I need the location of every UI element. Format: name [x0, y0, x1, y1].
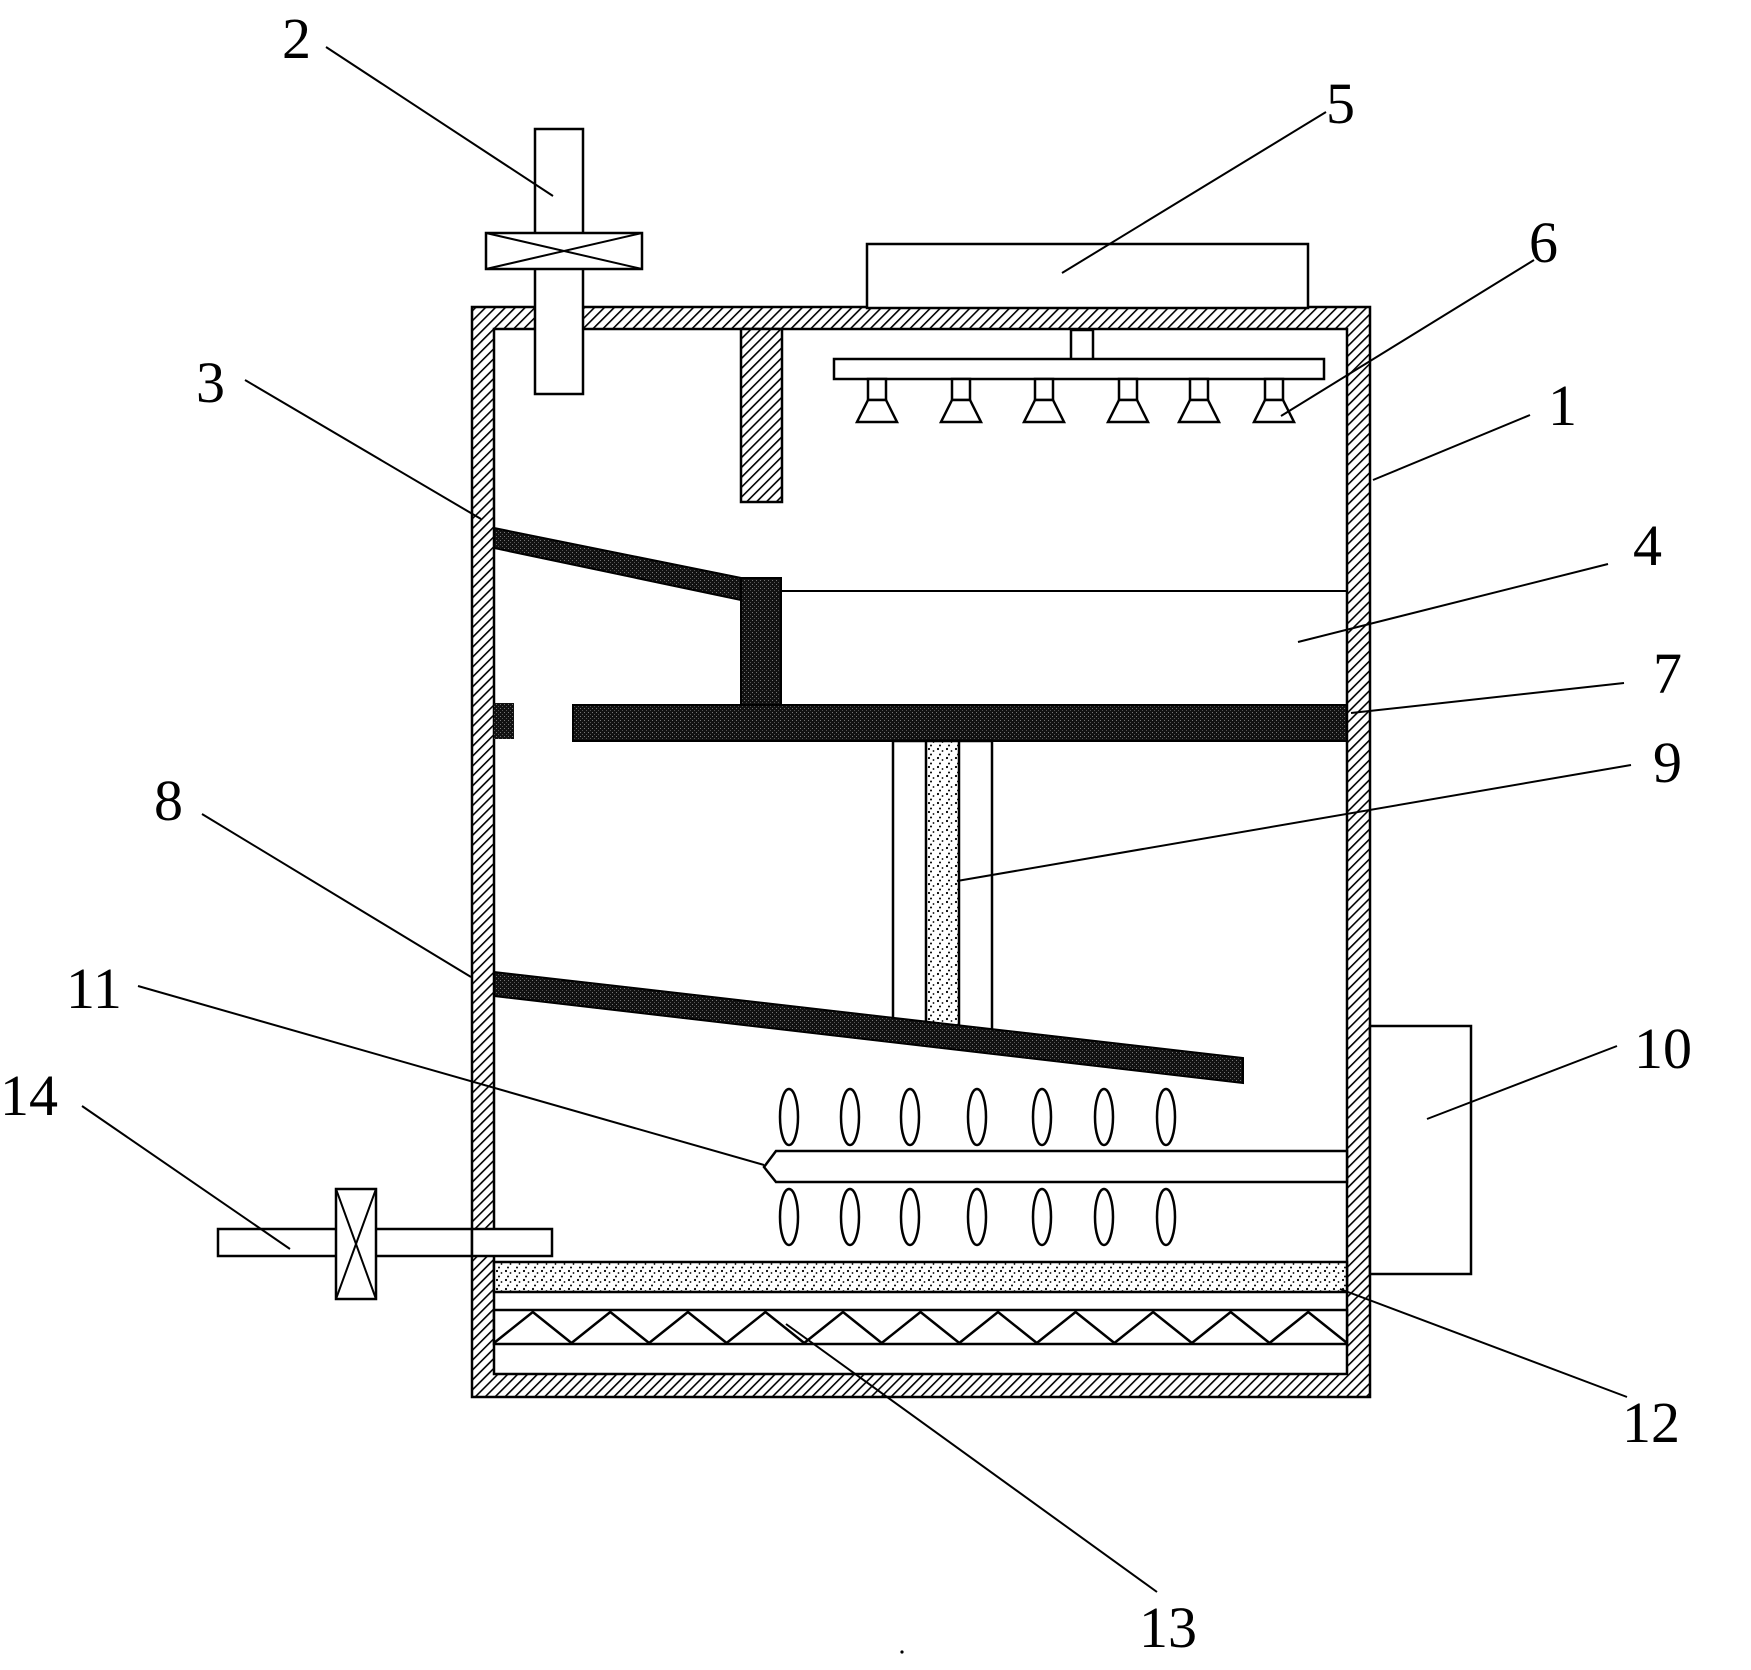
- label-8: 8: [154, 768, 183, 833]
- inlet-pipe: [484, 127, 644, 396]
- air-bubble: [1093, 1187, 1115, 1247]
- side-unit-10: [1368, 1024, 1473, 1276]
- leader-10: [1426, 1045, 1618, 1120]
- spray-assembly: [832, 328, 1326, 424]
- leader-lines: [81, 46, 1632, 1593]
- leader-14: [81, 1105, 291, 1250]
- leader-1: [1372, 414, 1531, 481]
- nozzle-stem: [866, 377, 888, 402]
- nozzle-stem: [1033, 377, 1055, 402]
- label-12: 12: [1622, 1390, 1680, 1455]
- label-3: 3: [196, 350, 225, 415]
- air-bubble: [899, 1187, 921, 1247]
- nozzle-icon: [1176, 398, 1222, 424]
- label-1: 1: [1548, 373, 1577, 438]
- outlet-pipe: [216, 1187, 554, 1301]
- label-7: 7: [1653, 641, 1682, 706]
- aerator-pipe-11: [762, 1149, 1349, 1184]
- label-4: 4: [1633, 513, 1662, 578]
- baffle-stub: [740, 577, 782, 711]
- label-9: 9: [1653, 730, 1682, 795]
- partition-plate-7: [572, 704, 1348, 742]
- label-6: 6: [1529, 210, 1558, 275]
- filter-column-9: [891, 739, 994, 1033]
- air-bubble: [966, 1187, 988, 1247]
- leader-3: [244, 379, 482, 520]
- nozzle-icon: [1021, 398, 1067, 424]
- air-bubble: [839, 1087, 861, 1147]
- air-bubble: [778, 1087, 800, 1147]
- print-speck: [900, 1650, 904, 1654]
- nozzle-stem: [1188, 377, 1210, 402]
- upper-baffle-3: [493, 526, 742, 602]
- label-11: 11: [66, 956, 122, 1021]
- air-bubble: [1031, 1087, 1053, 1147]
- roof-baffle: [739, 327, 784, 504]
- label-14: 14: [0, 1063, 58, 1128]
- spray-nozzles: [854, 377, 1297, 424]
- leader-9: [956, 764, 1632, 882]
- aerator-assembly: [762, 1087, 1349, 1247]
- air-bubble: [1155, 1187, 1177, 1247]
- top-unit-5: [865, 242, 1310, 310]
- leader-6: [1280, 259, 1535, 417]
- air-bubbles: [778, 1087, 1177, 1247]
- air-bubble: [966, 1087, 988, 1147]
- heater-coil-13: [492, 1308, 1349, 1346]
- air-bubble: [899, 1087, 921, 1147]
- filter-layer-12: [492, 1260, 1349, 1294]
- label-5: 5: [1326, 71, 1355, 136]
- nozzle-stem: [1263, 377, 1285, 402]
- air-bubble: [1155, 1087, 1177, 1147]
- nozzle-icon: [854, 398, 900, 424]
- nozzle-icon: [938, 398, 984, 424]
- leader-12: [1339, 1288, 1628, 1398]
- wall-stub: [494, 703, 514, 739]
- leader-4: [1297, 563, 1609, 643]
- air-bubble: [1093, 1087, 1115, 1147]
- leader-7: [1350, 682, 1625, 714]
- nozzle-icon: [1105, 398, 1151, 424]
- lower-baffle-8: [493, 970, 1244, 1085]
- air-bubble: [1031, 1187, 1053, 1247]
- leader-11: [137, 985, 765, 1166]
- nozzle-icon: [1251, 398, 1297, 424]
- leader-8: [201, 813, 472, 978]
- air-bubble: [778, 1187, 800, 1247]
- leader-2: [325, 46, 554, 197]
- label-2: 2: [282, 6, 311, 71]
- leader-13: [785, 1323, 1158, 1593]
- air-bubble: [839, 1187, 861, 1247]
- nozzle-stem: [1117, 377, 1139, 402]
- leader-5: [1061, 111, 1327, 274]
- part-labels: 2 5 6 1 3 4 7 9 8 11 10 14 12 13: [0, 6, 1692, 1660]
- label-13: 13: [1139, 1595, 1197, 1660]
- nozzle-stem: [950, 377, 972, 402]
- label-10: 10: [1634, 1016, 1692, 1081]
